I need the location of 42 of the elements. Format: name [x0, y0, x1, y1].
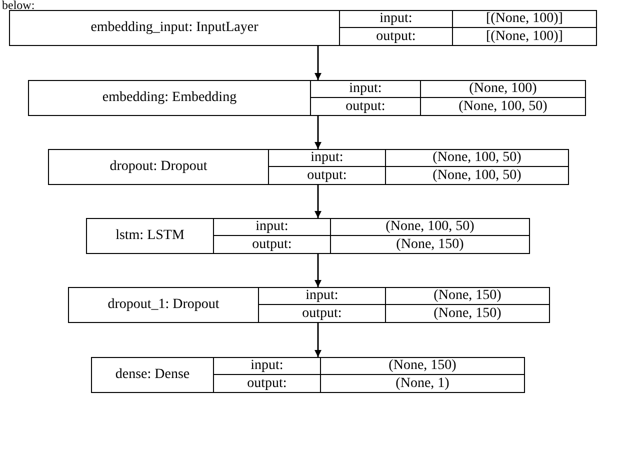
layer-box: [91, 357, 525, 393]
layer-name: dropout: Dropout: [49, 150, 269, 184]
layer-name: dropout_1: Dropout: [69, 288, 259, 322]
shape-value: [(None, 100)]: [485, 28, 564, 45]
port-label: output:: [340, 28, 453, 45]
shape-value: [(None, 100)]: [453, 11, 596, 28]
layer-name: dense: Dense: [92, 358, 214, 392]
shape-value: (None, 150): [321, 358, 524, 375]
port-label: output:: [259, 305, 386, 322]
layer-name: embedding: Embedding: [29, 81, 311, 115]
layer-box: [48, 149, 569, 185]
shape-value: (None, 150): [432, 305, 502, 322]
arrow: [314, 323, 322, 357]
shape-value: (None, 100, 50): [432, 167, 522, 184]
port-label: input:: [340, 11, 453, 28]
arrow: [314, 185, 322, 218]
note-text: below:: [2, 0, 35, 10]
layer-box: [9, 10, 597, 46]
layer-box: [86, 218, 530, 254]
layer-box: [28, 80, 586, 116]
shape-value: (None, 100, 50): [458, 98, 548, 115]
arrow: [314, 116, 322, 149]
shape-value: (None, 150): [386, 288, 549, 305]
layer-box: [68, 287, 550, 323]
port-label: output:: [311, 98, 421, 115]
port-label: output:: [214, 236, 331, 253]
arrow: [314, 46, 322, 80]
shape-value: (None, 1): [394, 375, 450, 392]
shape-value: (None, 100): [421, 81, 585, 98]
shape-value: (None, 100, 50): [386, 150, 568, 167]
port-label: input:: [259, 288, 386, 305]
port-label: input:: [214, 219, 331, 236]
port-label: input:: [214, 358, 321, 375]
layer-name: embedding_input: InputLayer: [10, 11, 340, 45]
layer-name: lstm: LSTM: [87, 219, 214, 253]
port-label: output:: [214, 375, 321, 392]
port-label: input:: [311, 81, 421, 98]
port-label: input:: [269, 150, 386, 167]
shape-value: (None, 100, 50): [331, 219, 529, 236]
shape-value: (None, 150): [395, 236, 465, 253]
arrow: [314, 254, 322, 287]
port-label: output:: [269, 167, 386, 184]
